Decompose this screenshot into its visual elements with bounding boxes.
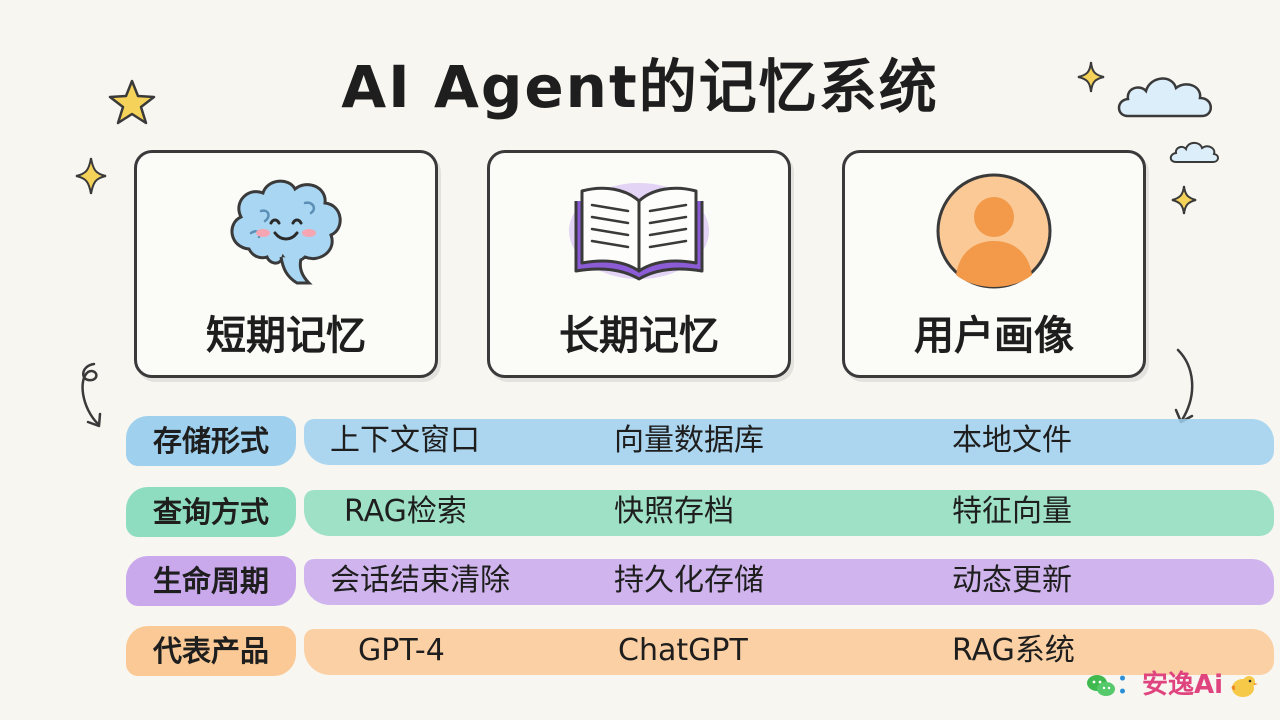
sparkle-icon [1077, 61, 1105, 93]
row-cell: RAG系统 [952, 633, 1075, 668]
sparkle-icon [1171, 185, 1197, 215]
cloud-icon [1169, 141, 1219, 163]
row-cell: 会话结束清除 [330, 563, 510, 598]
row-tag: 生命周期 [126, 556, 296, 606]
row-tag: 存储形式 [126, 416, 296, 466]
row-cell: 快照存档 [614, 494, 734, 529]
row-band [304, 559, 1274, 605]
watermark: ：安逸Ai [1086, 668, 1259, 702]
sparkle-icon [75, 157, 107, 195]
watermark-separator: ： [1116, 670, 1143, 700]
row-storage-format: 存储形式 上下文窗口 向量数据库 本地文件 [126, 416, 1274, 466]
row-representative-products: 代表产品 GPT-4 ChatGPT RAG系统 [126, 626, 1274, 676]
card-label: 短期记忆 [206, 313, 366, 359]
open-book-icon [569, 183, 709, 281]
row-cell: RAG检索 [344, 494, 467, 529]
user-avatar-icon [936, 173, 1052, 289]
wechat-icon [1087, 674, 1115, 696]
row-lifecycle: 生命周期 会话结束清除 持久化存储 动态更新 [126, 556, 1274, 606]
row-cell: 特征向量 [952, 494, 1072, 529]
star-icon [108, 79, 156, 125]
row-cell: 动态更新 [952, 563, 1072, 598]
row-cell: ChatGPT [618, 633, 748, 668]
watermark-brand: 安逸Ai [1142, 670, 1224, 700]
card-user-profile: 用户画像 [842, 150, 1146, 378]
row-cell: GPT-4 [358, 633, 445, 668]
cloud-icon [1117, 77, 1212, 118]
row-query-method: 查询方式 RAG检索 快照存档 特征向量 [126, 487, 1274, 537]
row-cell: 持久化存储 [614, 563, 764, 598]
card-short-term-memory: 短期记忆 [134, 150, 438, 378]
bird-icon [1231, 675, 1259, 697]
row-tag: 查询方式 [126, 487, 296, 537]
row-cell: 向量数据库 [614, 423, 764, 458]
card-label: 用户画像 [914, 313, 1074, 359]
row-tag: 代表产品 [126, 626, 296, 676]
row-cell: 本地文件 [952, 423, 1072, 458]
brain-icon [230, 179, 342, 285]
card-long-term-memory: 长期记忆 [487, 150, 791, 378]
card-label: 长期记忆 [559, 313, 719, 359]
row-cell: 上下文窗口 [330, 423, 480, 458]
page-title: AI Agent的记忆系统 [341, 53, 939, 121]
row-band [304, 419, 1274, 465]
curved-arrow-icon [81, 362, 102, 428]
row-band [304, 490, 1274, 536]
row-band [304, 629, 1274, 675]
